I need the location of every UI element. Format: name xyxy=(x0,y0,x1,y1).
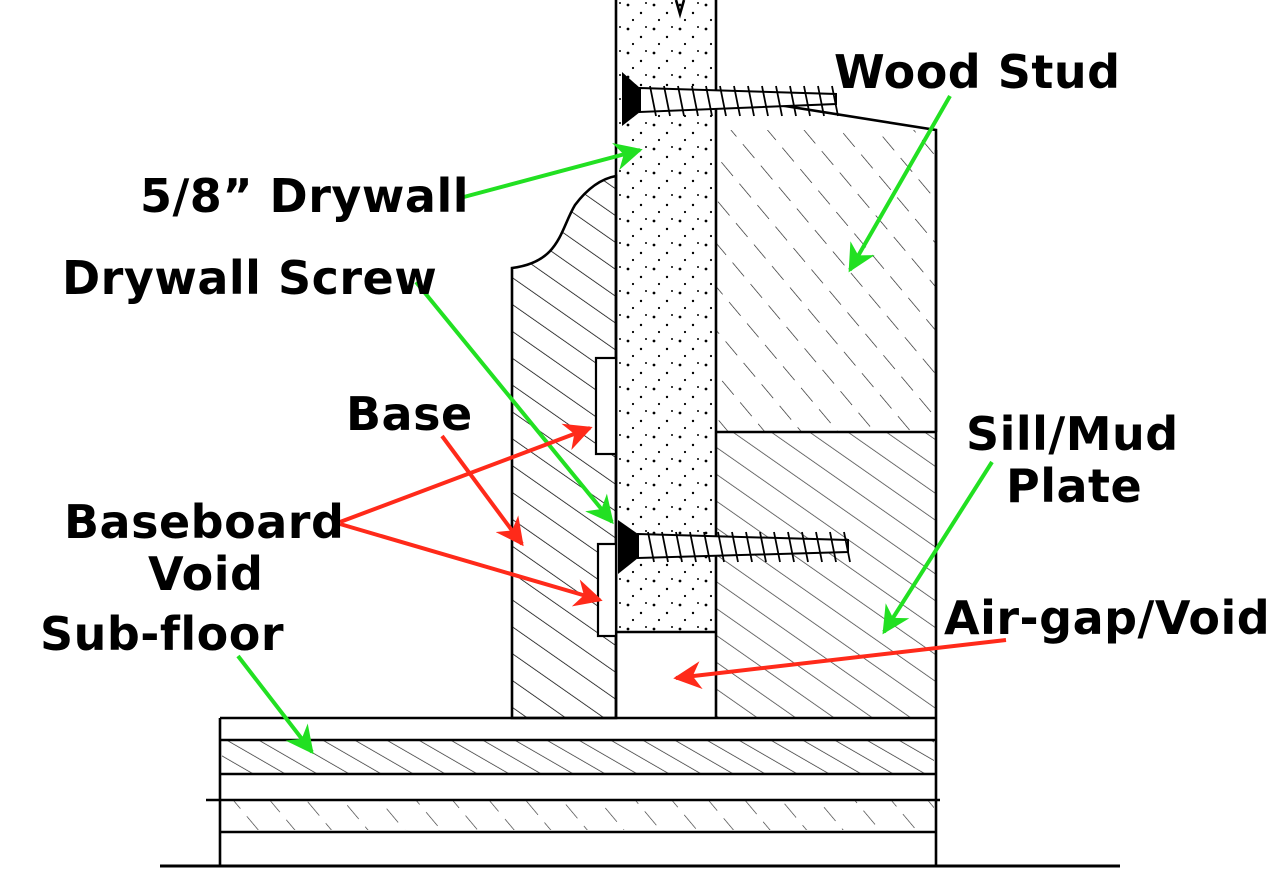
upper-baseboard-void xyxy=(594,356,618,456)
base-arrow xyxy=(440,434,524,547)
lower-baseboard-void xyxy=(596,542,618,638)
wood-stud-arrow xyxy=(848,95,952,273)
baseboard xyxy=(510,174,618,720)
wood-stud xyxy=(715,93,938,432)
base-label: Base xyxy=(346,387,473,441)
sill-plate-label-line1: Sill/Mud xyxy=(966,407,1179,461)
upper-screw xyxy=(622,72,839,126)
drywall-label: 5/8” Drywall xyxy=(140,169,469,223)
sub-floor-arrow xyxy=(236,654,314,755)
void-arrow-upper xyxy=(339,423,593,524)
sill-plate xyxy=(716,430,938,718)
sill-plate-arrow xyxy=(882,460,994,635)
void-arrow-lower xyxy=(339,522,603,607)
sill-plate-label-line2: Plate xyxy=(1006,459,1142,513)
drywall-screw-label: Drywall Screw xyxy=(62,251,437,305)
red-arrows xyxy=(339,423,1007,690)
lower-screw xyxy=(618,520,851,574)
drywall-screw-arrow xyxy=(414,280,614,525)
sub-floor-label: Sub-floor xyxy=(40,607,284,661)
drywall-arrow xyxy=(459,142,643,200)
green-arrows xyxy=(236,95,994,755)
baseboard-void-label-line2: Void xyxy=(148,547,263,601)
air-gap-arrow xyxy=(673,638,1007,690)
air-gap-label: Air-gap/Void xyxy=(944,591,1270,645)
sub-floor xyxy=(160,716,1120,868)
wood-stud-label: Wood Stud xyxy=(834,45,1121,99)
baseboard-void-label-line1: Baseboard xyxy=(64,495,344,549)
